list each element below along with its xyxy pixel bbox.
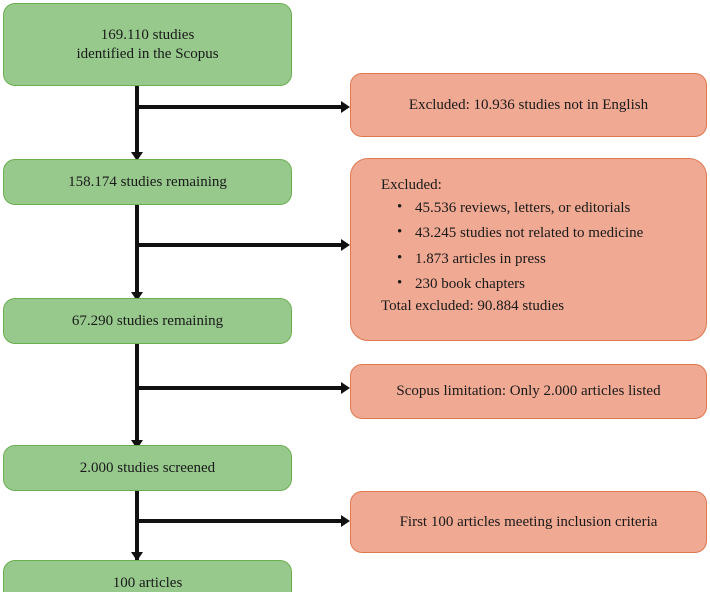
connector-remaining2-to-screened <box>135 343 139 447</box>
arrowhead-right-first-100 <box>341 515 350 527</box>
arrowhead-down-remaining1 <box>131 152 143 161</box>
node-remaining2-label: 67.290 studies remaining <box>71 312 224 329</box>
node-scopus-limitation-label: Scopus limitation: Only 2.000 articles l… <box>396 383 661 400</box>
node-excluded-english-label: Excluded: 10.936 studies not in English <box>408 96 649 113</box>
list-item: 45.536 reviews, letters, or editorials <box>397 195 690 220</box>
node-screened-label: 2.000 studies screened <box>79 459 216 476</box>
node-excluded-list[interactable]: Excluded: 45.536 reviews, letters, or ed… <box>350 158 707 341</box>
list-item: 1.873 articles in press <box>397 246 690 271</box>
arrowhead-right-excluded-english <box>341 101 350 113</box>
node-remaining2[interactable]: 67.290 studies remaining <box>3 298 292 344</box>
arrowhead-down-included <box>131 552 143 561</box>
connector-branch-excluded-list <box>135 243 343 247</box>
connector-remaining1-to-remaining2 <box>135 205 139 297</box>
excluded-list-total: Total excluded: 90.884 studies <box>381 298 565 315</box>
connector-identified-to-remaining1 <box>135 85 139 157</box>
node-included-label: 100 articles <box>112 574 183 591</box>
excluded-list-items: 45.536 reviews, letters, or editorials 4… <box>381 195 690 296</box>
connector-screened-to-included <box>135 491 139 563</box>
node-included[interactable]: 100 articles <box>3 560 292 592</box>
connector-branch-first-100 <box>135 519 343 523</box>
node-identified-text: 169.110 studies identified in the Scopus <box>62 26 232 63</box>
node-identified-line1: 169.110 studies <box>100 27 195 44</box>
node-identified[interactable]: 169.110 studies identified in the Scopus <box>3 3 292 86</box>
node-scopus-limitation[interactable]: Scopus limitation: Only 2.000 articles l… <box>350 364 707 419</box>
list-item: 43.245 studies not related to medicine <box>397 220 690 245</box>
connector-branch-excluded-english <box>135 105 343 109</box>
arrowhead-down-screened <box>131 440 143 449</box>
node-remaining1[interactable]: 158.174 studies remaining <box>3 159 292 205</box>
excluded-list-lead: Excluded: <box>381 177 442 193</box>
node-remaining1-label: 158.174 studies remaining <box>68 173 227 190</box>
arrowhead-right-excluded-list <box>341 239 350 251</box>
node-first-100-label: First 100 articles meeting inclusion cri… <box>399 513 658 530</box>
list-item: 230 book chapters <box>397 271 690 296</box>
connector-branch-scopus-limitation <box>135 386 343 390</box>
arrowhead-down-remaining2 <box>131 292 143 301</box>
node-excluded-english[interactable]: Excluded: 10.936 studies not in English <box>350 73 707 137</box>
arrowhead-right-scopus-limitation <box>341 382 350 394</box>
node-identified-line2: identified in the Scopus <box>76 45 219 62</box>
node-first-100[interactable]: First 100 articles meeting inclusion cri… <box>350 491 707 553</box>
node-screened[interactable]: 2.000 studies screened <box>3 445 292 491</box>
